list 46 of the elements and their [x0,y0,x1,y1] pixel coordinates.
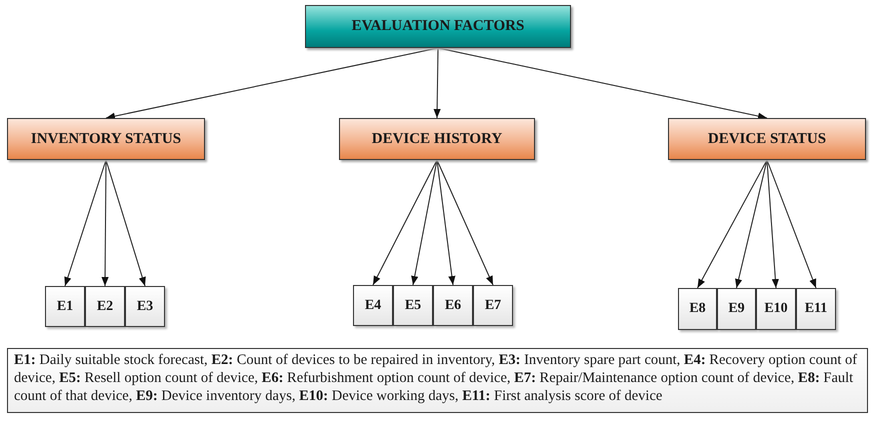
box-text: E3 [136,298,154,314]
factor-box [353,285,393,326]
category-box [7,118,205,160]
description-box [7,348,868,413]
arrow [438,48,768,120]
category-box [668,118,866,160]
category-box [339,118,535,160]
box-text: E10 [764,301,788,317]
factor-box [796,288,836,330]
box-text: E1 [56,298,74,314]
box-text: E2 [96,298,114,314]
box-text: E5 [404,298,422,314]
box-text: E6 [444,298,462,314]
arrow [411,160,438,286]
box-text: E1: Daily suitable stock forecast, E2: Count of devices to be repaired in inventory, E3: Inventory spare part count, E4: Recovery option count of device, E5: Resell option count of device, E6: Refurbishment option count of device, E7: Repair/Maintenance option count of device, E8: Fault count of that device, E9: Device inventory days, E10: Device working days, E11: First analysis score of device [14,351,858,405]
arrow [106,48,438,120]
title-box [305,5,571,48]
box-text: E4 [364,298,382,314]
arrow [101,160,109,286]
factor-box [717,288,756,330]
arrow [766,160,816,288]
arrow [766,160,779,288]
box-text: DEVICE STATUS [708,130,826,148]
factor-box [393,285,433,326]
arrow [372,160,438,286]
arrow [64,160,106,286]
factor-box [756,288,796,330]
factor-box [433,285,473,326]
box-text: E8 [689,301,706,317]
box-text: E11 [804,301,828,317]
factor-box [85,286,125,327]
factor-box [678,288,717,330]
arrow [735,160,768,288]
factor-box [45,286,85,327]
box-text: E9 [728,301,745,317]
factor-box [125,286,165,327]
arrow [436,160,456,286]
box-text: E7 [484,298,502,314]
box-text: INVENTORY STATUS [30,130,182,148]
arrow [436,160,494,286]
box-text: DEVICE HISTORY [372,130,502,148]
arrow [697,160,768,288]
arrow [106,160,146,286]
box-text: EVALUATION FACTORS [352,18,524,35]
factor-box [473,285,513,326]
arrow [434,48,441,118]
